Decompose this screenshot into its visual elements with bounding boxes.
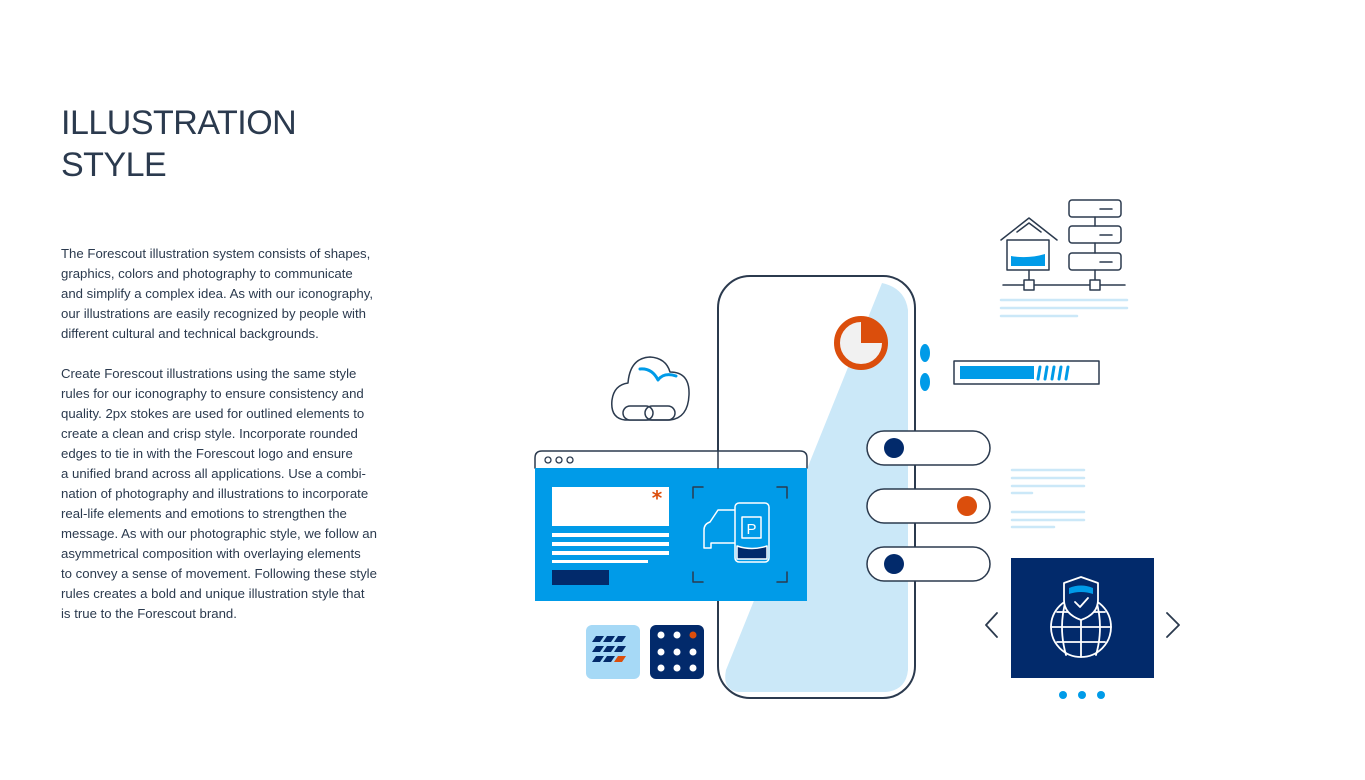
paragraph-2: Create Forescout illustrations using the… — [61, 366, 377, 621]
network-server-icon — [1000, 199, 1126, 291]
parking-label: P — [746, 521, 756, 538]
text-lines-decoration — [999, 298, 1129, 529]
page-title: ILLUSTRATION STYLE — [61, 102, 297, 186]
carousel-card — [985, 558, 1180, 699]
browser-window-illustration: * P — [534, 450, 808, 601]
title-line-2: STYLE — [61, 146, 167, 184]
title-line-1: ILLUSTRATION — [61, 104, 297, 142]
pattern-app-icon — [586, 625, 640, 679]
svg-text:*: * — [652, 486, 663, 510]
carousel-dots — [1059, 691, 1105, 699]
dots-app-icon — [650, 625, 704, 679]
toggle-switches — [866, 430, 991, 582]
progress-bar-icon — [953, 360, 1100, 385]
chevron-left-icon — [985, 612, 998, 638]
body-text: The Forescout illustration system consis… — [61, 244, 406, 644]
paragraph-1: The Forescout illustration system consis… — [61, 246, 374, 341]
shield-globe-icon — [1050, 576, 1112, 658]
chevron-right-icon — [1166, 612, 1180, 638]
car-parking-icon — [703, 502, 770, 563]
pie-chart-icon — [834, 316, 888, 370]
cloud-link-icon — [611, 356, 690, 421]
